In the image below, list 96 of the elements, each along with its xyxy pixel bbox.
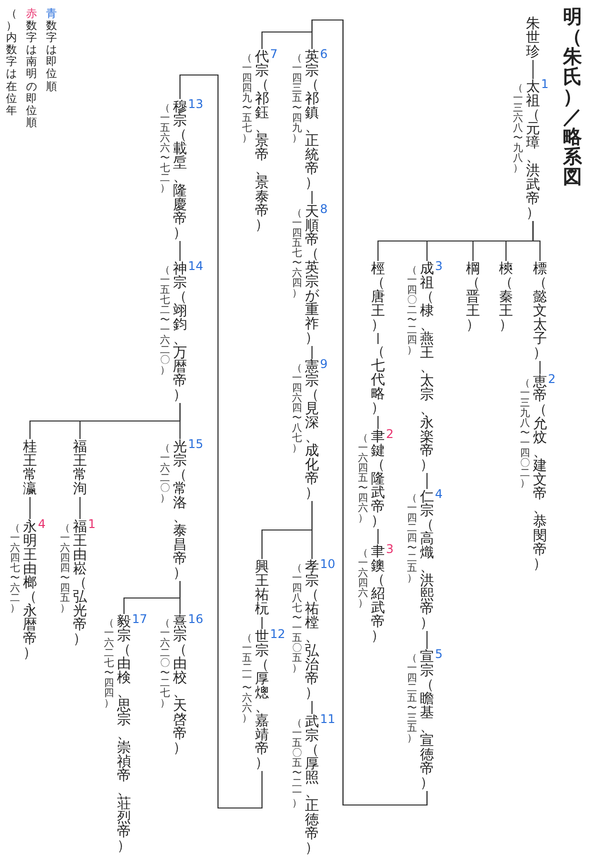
reign-years: （一四六四〜八七） [292,364,302,454]
reign-years: （一四五七〜六四） [292,209,302,299]
lineage-line [79,497,81,519]
reign-order-number: 1 [88,518,96,530]
name-text: 天順帝（英宗が重祚） [305,205,319,345]
name-text: 桂王常瀛 [23,440,37,496]
reign-years: （一四四九〜五七） [242,54,252,144]
name-text: 代宗（祁鈺、景帝、景泰帝） [255,50,269,232]
reign-years: （一五〇五〜二一） [292,719,302,809]
title: 明（朱氏）／略系図 [563,8,582,188]
name-text: 恵帝（允炆、建文帝、恭閔帝） [533,375,547,571]
name-text: 仁宗（高熾、洪熙帝） [420,490,434,630]
reign-years: （一六二〇〜二七） [160,619,170,709]
name-text: 光宗（常洛、泰昌帝） [173,440,187,580]
name-text: 熹宗（由校、天啓帝） [173,615,187,755]
reign-order-number: 4 [435,488,443,500]
lineage-line [29,497,31,519]
name-text: 興王祐杬 [255,560,269,616]
lineage-line [311,191,313,204]
reign-order-number: 13 [188,98,204,110]
name-text: 樉（秦王） [499,262,513,332]
reign-order-number: 10 [320,558,336,570]
name-text: 神宗（翊鈞、万暦帝） [173,262,187,402]
name-text: 宣宗（瞻基、宣徳帝） [420,650,434,790]
lineage-line [179,74,263,809]
reign-order-number: 17 [132,613,148,625]
name-text: 孝宗（祐樘、弘治帝） [305,560,319,700]
name-text: 太祖（元璋、洪武帝） [526,80,540,220]
lineage-line [532,60,534,79]
reign-order-number: 3 [386,543,394,555]
name-text: （七代略） [371,345,385,415]
reign-order-number: 2 [386,428,394,440]
reign-years: （一五七二〜一六二〇） [160,266,170,376]
name-text: 標（懿文太子） [533,262,547,360]
reign-order-number: 11 [320,713,336,725]
name-text: 聿鐭（紹武帝） [371,545,385,643]
lineage-line [261,501,313,559]
lineage-line [377,221,534,261]
lineage-line [426,631,428,649]
lineage-line [426,473,428,489]
lineage-line [377,529,379,544]
name-text: 英宗（祁鎮、正統帝） [305,50,319,190]
lineage-line [261,617,263,629]
lineage-line [179,241,181,261]
lineage-line [261,19,428,806]
reign-order-number: 8 [320,203,328,215]
lineage-line [377,416,379,429]
name-text: 福王由崧（弘光帝） [73,520,87,646]
reign-years: （一六二〇） [160,444,170,504]
reign-order-number: 2 [548,373,556,385]
reign-order-number: 9 [320,358,328,370]
reign-years: （一五六六〜七二） [160,104,170,194]
name-text: 福王常洵 [73,440,87,496]
name-text: 穆宗（載垕、隆慶帝） [173,100,187,240]
reign-years: （一六二七〜四四） [104,619,114,709]
legend-text: （）内数字は在位年 [6,8,17,117]
reign-years: （一六四四〜四五） [60,524,70,614]
name-text: 世宗（厚熜、嘉靖帝） [255,630,269,770]
name-text: 永明王由榔（永暦帝） [23,520,37,660]
name-text: 棡（晋王） [466,262,480,332]
reign-years: （一四二五〜三五） [407,654,417,744]
reign-years: （一四二四〜二五） [407,494,417,584]
reign-order-number: 16 [188,613,204,625]
name-text: 朱世珍 [526,17,540,59]
reign-order-number: 5 [435,648,443,660]
lineage-line [539,361,541,374]
reign-years: （一三六八〜九八） [513,84,523,174]
name-text: 桱（唐王） [371,262,385,332]
reign-years: （一六四七〜六二） [10,524,20,614]
reign-order-number: 3 [435,260,443,272]
lineage-line [377,333,379,344]
name-text: 成祖（棣、燕王、太宗、永楽帝） [420,262,434,472]
reign-years: （一四三五〜四九） [292,54,302,144]
reign-years: （一四〇二〜二四） [407,266,417,356]
reign-order-number: 14 [188,260,204,272]
reign-order-number: 7 [270,48,278,60]
reign-order-number: 6 [320,48,328,60]
name-text: 聿鍵（隆武帝） [371,430,385,528]
legend-text: 赤数字は南明の即位順 [26,8,37,129]
reign-order-number: 15 [188,438,204,450]
name-text: 武宗（厚照、正徳帝） [305,715,319,855]
reign-order-number: 4 [38,518,46,530]
reign-order-number: 1 [541,78,549,90]
legend-text: 青数字は即位順 [46,8,57,93]
lineage-line [123,581,181,614]
lineage-line [311,701,313,714]
reign-years: （一六四六） [358,549,368,609]
reign-years: （一六四五〜四六） [358,434,368,524]
name-text: 憲宗（見深、成化帝） [305,360,319,500]
reign-years: （一三九八〜一四〇二） [520,379,530,489]
lineage-line [311,346,313,359]
lineage-line [29,403,181,439]
reign-years: （一五二一〜六六） [242,634,252,724]
reign-years: （一四八七〜一五〇五） [292,564,302,674]
name-text: 毅宗（由検、思宗、崇禎帝、荘烈帝） [117,615,131,853]
reign-order-number: 12 [270,628,286,640]
